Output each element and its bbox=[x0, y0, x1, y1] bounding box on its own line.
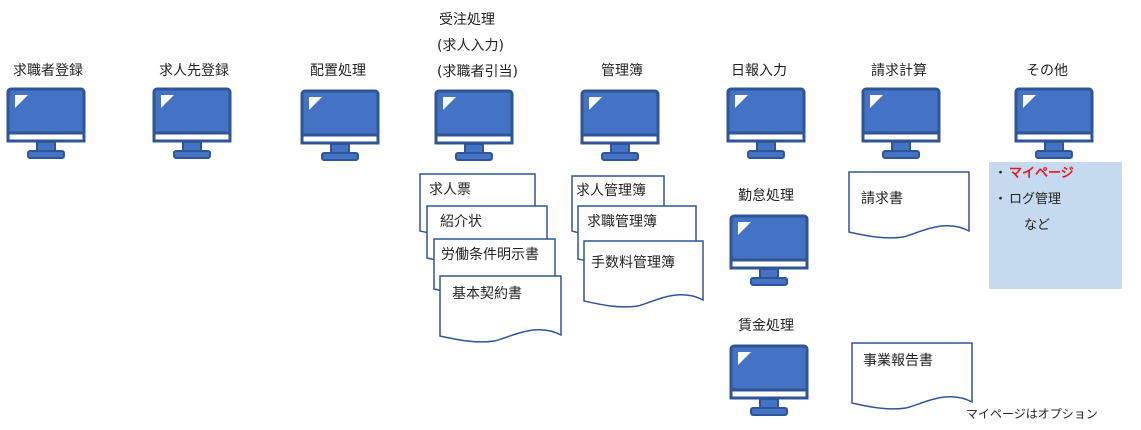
monitor-icon-haichi bbox=[300, 89, 380, 163]
document-kyujinhyo-label: 求人票 bbox=[429, 182, 471, 198]
monitor-icon-kyujinsaki bbox=[152, 87, 232, 161]
monitor-icon-sonota bbox=[1014, 87, 1094, 161]
label-chingin: 賃金処理 bbox=[738, 318, 794, 334]
other-item-etc: など bbox=[1024, 218, 1051, 233]
document-kihon-keiyaku-label: 基本契約書 bbox=[452, 286, 522, 302]
other-item-mypage: マイページ bbox=[1009, 166, 1074, 181]
label-kanribo: 管理簿 bbox=[601, 63, 643, 79]
label-kyujinsaki: 求人先登録 bbox=[159, 63, 229, 79]
document-tesuryo-kanribo-label: 手数料管理簿 bbox=[591, 255, 675, 271]
document-shape bbox=[583, 240, 704, 308]
monitor-icon-seikyu bbox=[861, 87, 941, 161]
other-item-log: ログ管理 bbox=[1009, 192, 1062, 207]
label-seikyu: 請求計算 bbox=[871, 63, 927, 79]
document-roudou-jouken-label: 労働条件明示書 bbox=[441, 247, 539, 263]
monitor-icon-kintai bbox=[729, 214, 809, 288]
label-haichi: 配置処理 bbox=[310, 63, 366, 79]
label-nippo: 日報入力 bbox=[731, 63, 787, 79]
other-features-box: ・ マイページ ・ ログ管理 など bbox=[989, 162, 1122, 289]
label-kyushokusha: 求職者登録 bbox=[13, 63, 83, 79]
document-seikyusho-label: 請求書 bbox=[861, 191, 903, 207]
document-kyujin-kanribo-label: 求人管理簿 bbox=[576, 183, 646, 199]
other-item-bullet-2: ・ bbox=[994, 192, 1008, 207]
document-shokaijo-label: 紹介状 bbox=[440, 214, 482, 230]
other-item-bullet-1: ・ bbox=[994, 166, 1008, 181]
label-juchu-2: (求人入力) bbox=[437, 38, 504, 54]
monitor-icon-chingin bbox=[729, 344, 809, 418]
option-note: マイページはオプション bbox=[966, 407, 1098, 421]
document-kihon-keiyaku: 基本契約書 bbox=[439, 275, 562, 345]
document-shape bbox=[848, 171, 970, 239]
document-jigyo-hokokusho-label: 事業報告書 bbox=[863, 353, 933, 369]
monitor-icon-kanribo bbox=[580, 89, 660, 163]
document-shape bbox=[439, 275, 562, 343]
label-sonota: その他 bbox=[1026, 63, 1068, 79]
document-tesuryo-kanribo: 手数料管理簿 bbox=[583, 240, 704, 310]
label-kintai: 勤怠処理 bbox=[738, 188, 794, 204]
label-juchu-1: 受注処理 bbox=[439, 12, 495, 28]
document-shape bbox=[851, 342, 973, 410]
label-juchu-3: (求職者引当) bbox=[437, 64, 518, 80]
monitor-icon-juchu bbox=[434, 89, 514, 163]
document-kyushoku-kanribo-label: 求職管理簿 bbox=[587, 214, 657, 230]
monitor-icon-nippo bbox=[726, 87, 806, 161]
document-seikyusho: 請求書 bbox=[848, 171, 970, 241]
monitor-icon-kyushokusha bbox=[6, 87, 86, 161]
document-jigyo-hokokusho: 事業報告書 bbox=[851, 342, 973, 412]
